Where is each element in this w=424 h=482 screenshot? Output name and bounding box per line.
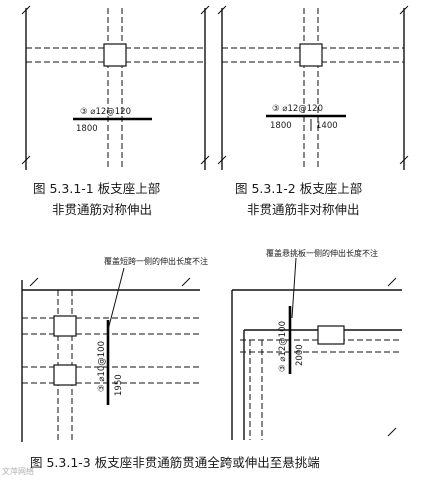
dimension: 1950 <box>114 374 124 396</box>
beam-dashed-lines <box>107 8 123 170</box>
annotation-note: 覆盖短跨一侧的伸出长度不注 <box>104 256 208 266</box>
break-mark <box>29 277 191 287</box>
rebar-mark: ③ ⌀12@100 <box>278 321 288 372</box>
column-square <box>317 325 345 345</box>
column-square <box>53 364 77 386</box>
leader-line <box>107 267 125 331</box>
dimension: 2000 <box>295 344 305 366</box>
figure-caption: 图 5.3.1-2 板支座上部 <box>235 181 362 196</box>
break-mark <box>217 5 409 165</box>
beam-dashed-lines <box>26 47 205 63</box>
dimension-right: 1400 <box>316 121 338 131</box>
break-mark <box>387 277 397 437</box>
figure-caption: 非贯通筋非对称伸出 <box>247 202 360 217</box>
dimension-left: 1800 <box>270 121 292 131</box>
leader-line <box>291 257 297 319</box>
figure-caption: 图 5.3.1-1 板支座上部 <box>33 181 160 196</box>
figure-caption: 图 5.3.1-3 板支座非贯通筋贯通全跨或伸出至悬挑端 <box>30 455 320 470</box>
rebar-mark: ③ ⌀12@120 <box>272 104 323 114</box>
beam-dashed-lines <box>303 8 319 170</box>
break-mark <box>21 5 210 165</box>
watermark-logo: 文萍网络 <box>2 466 34 476</box>
beam-dashed-lines <box>249 340 263 440</box>
figure-5-3-1-3-right: 覆盖悬挑板一侧的伸出长度不注 ③ ⌀12@100 2000 <box>231 248 402 440</box>
column-square <box>299 43 323 67</box>
figure-caption: 非贯通筋对称伸出 <box>52 202 152 217</box>
figure-5-3-1-2: ③ ⌀12@120 1800 1400 图 5.3.1-2 板支座上部 非贯通筋… <box>217 5 409 217</box>
column-square <box>103 43 127 67</box>
rebar-mark: ③ ⌀10@100 <box>97 341 107 392</box>
dimension-left: 1800 <box>76 124 98 134</box>
figure-5-3-1-1: ③ ⌀12@120 1800 图 5.3.1-1 板支座上部 非贯通筋对称伸出 <box>21 5 210 217</box>
figure-5-3-1-3-left: 覆盖短跨一侧的伸出长度不注 ③ ⌀10@100 1950 <box>21 256 208 442</box>
annotation-note: 覆盖悬挑板一侧的伸出长度不注 <box>266 248 378 258</box>
rebar-mark: ③ ⌀12@120 <box>80 107 131 117</box>
beam-dashed-lines <box>22 366 200 384</box>
column-square <box>53 315 77 337</box>
beam-dashed-lines <box>22 317 200 335</box>
